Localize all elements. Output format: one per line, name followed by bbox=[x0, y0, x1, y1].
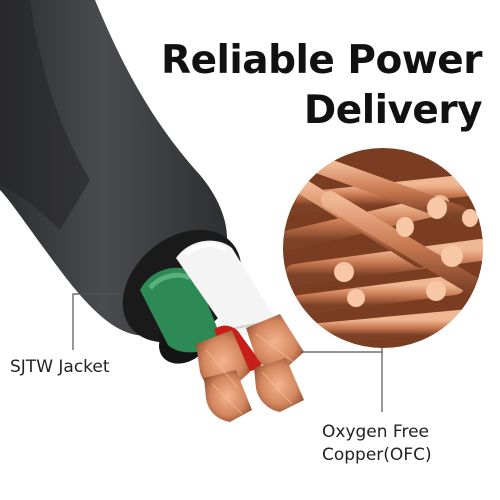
jacket-leader-line bbox=[72, 293, 120, 350]
jacket-label-text: SJTW Jacket bbox=[10, 357, 110, 377]
leader-lines bbox=[72, 293, 383, 412]
exposed-copper-ends bbox=[196, 314, 304, 422]
copper-label-line-1: Oxygen Free bbox=[322, 422, 430, 442]
copper-leader-line bbox=[301, 351, 383, 412]
copper-magnified-view bbox=[280, 145, 486, 351]
copper-label: Oxygen Free Copper(OFC) bbox=[322, 421, 432, 467]
headline-line-2: Delivery bbox=[303, 88, 483, 133]
jacket-label: SJTW Jacket bbox=[10, 356, 110, 379]
copper-label-line-2: Copper(OFC) bbox=[322, 445, 432, 465]
headline: Reliable Power Delivery bbox=[161, 36, 482, 136]
headline-line-1: Reliable Power bbox=[161, 38, 482, 83]
